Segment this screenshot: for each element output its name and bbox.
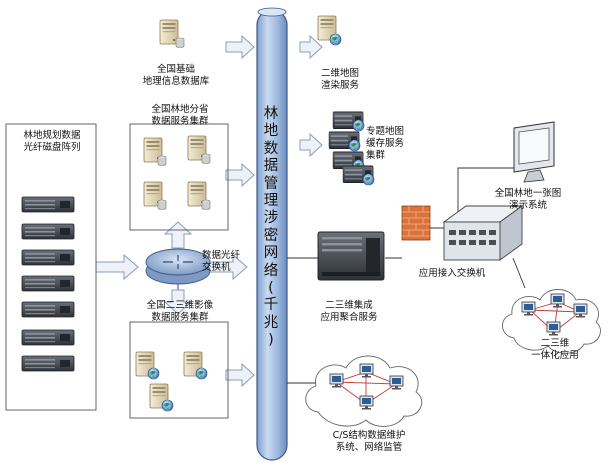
label-provincial-cluster: 全国林地分省 数据服务集群: [151, 104, 209, 127]
backbone-char: 涉: [263, 210, 279, 227]
label-fiber-switch: 数据光纤 交换机: [202, 250, 241, 273]
demo-monitor-icon: [513, 121, 555, 183]
backbone-char: 络: [263, 262, 279, 279]
link-switch-cloud: [512, 257, 526, 289]
access-switch-icon: [442, 205, 524, 261]
arrow-backbone-to-cache: [299, 132, 323, 158]
backbone-char: ): [268, 332, 274, 349]
label-demo-system: 全国林地一张图 演示系统: [494, 188, 562, 211]
label-aggregation-service: 二三维集成 应用聚合服务: [320, 300, 378, 323]
integrated-app-cloud: [502, 289, 601, 354]
backbone-char: 林: [263, 106, 279, 122]
backbone-char: 网: [263, 245, 279, 262]
arrow-backbone-to-render: [299, 34, 323, 60]
arrow-switch-to-provincial: [163, 221, 193, 249]
arrow-provincial-to-backbone: [225, 162, 255, 188]
arrow-basedb-to-backbone: [225, 34, 255, 60]
backbone-char: 千: [263, 297, 279, 314]
cs-maintenance-cloud: [305, 355, 423, 427]
label-render-2d: 二维地图 渲染服务: [320, 68, 359, 91]
aggregation-server: [317, 231, 385, 281]
provincial-cluster-group: [129, 123, 229, 231]
label-integrated-app: 二三维 一体化应用: [531, 338, 579, 361]
backbone-char: 地: [263, 123, 279, 140]
backbone-char: 密: [263, 227, 279, 244]
arrow-imagery-to-backbone: [225, 362, 255, 388]
label-national-basedb: 全国基础 地理信息数据库: [142, 64, 210, 87]
firewall-icon: [401, 205, 431, 241]
link-switch-demo: [457, 167, 520, 218]
backbone-char: 理: [263, 193, 279, 210]
arrow-diskarray-to-switch: [95, 253, 139, 281]
backbone-network-pipe: [256, 7, 288, 461]
label-imagery-cluster: 全国二三维影像 数据服务集群: [146, 300, 214, 323]
flow-arrows: [95, 34, 323, 388]
label-thematic-cache: 专题地图 缓存服务 集群: [366, 126, 405, 161]
national-basedb-server: [159, 19, 185, 48]
fiber-switch-icon: [145, 248, 211, 285]
backbone-label: 林 地 数 据 管 理 涉 密 网 络 ( 千 兆 ): [259, 106, 283, 350]
backbone-char: (: [268, 280, 274, 297]
imagery-cluster-group: [129, 321, 229, 419]
arrow-switch-to-imagery: [163, 289, 193, 315]
backbone-char: 据: [263, 158, 279, 175]
backbone-char: 兆: [263, 314, 279, 331]
label-cs-maintenance: C/S结构数据维护 系统、网络监管: [332, 430, 406, 453]
label-disk-array: 林地规划数据 光纤磁盘阵列: [23, 130, 81, 153]
disk-array-rack: [5, 123, 97, 411]
backbone-char: 管: [263, 175, 279, 192]
backbone-char: 数: [263, 140, 279, 157]
label-access-switch: 应用接入交换机: [418, 268, 486, 279]
render-2d-server: [317, 15, 342, 46]
